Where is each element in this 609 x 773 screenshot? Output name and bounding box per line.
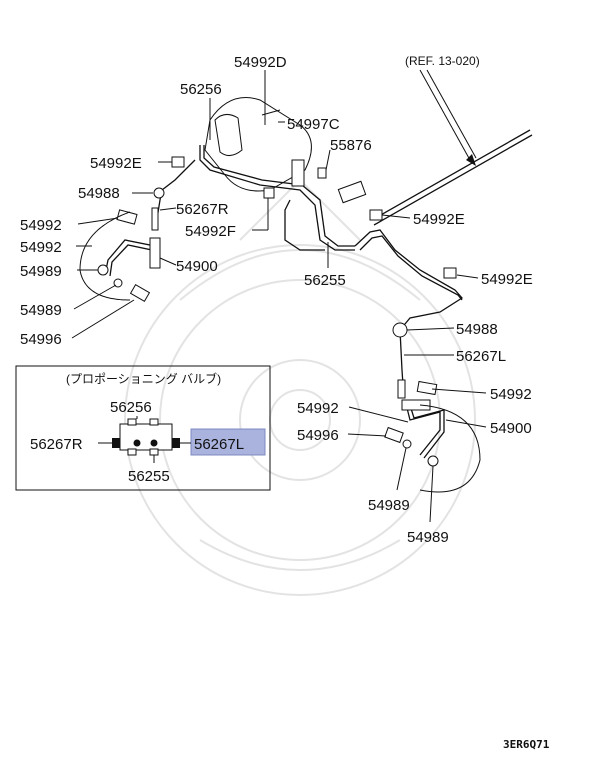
label-55876: 55876: [330, 137, 372, 154]
proportioning-valve-inset: (プロポーショニング バルブ) 56256 56267R 56255 56267…: [15, 365, 271, 491]
label-54996-right: 54996: [297, 427, 339, 444]
label-54992-right1: 54992: [490, 386, 532, 403]
part-labels: 54992D 56256 54997C 55876 54992E 54988 5…: [20, 54, 550, 751]
label-54989-left2: 54989: [20, 302, 62, 319]
label-54988-right: 54988: [456, 321, 498, 338]
inset-label-56255: 56255: [128, 468, 170, 485]
right-brake-hose: [384, 399, 481, 493]
brake-pipes: [155, 129, 533, 386]
inset-label-56267R: 56267R: [30, 436, 83, 453]
label-54992F: 54992F: [185, 223, 236, 240]
label-54992D: 54992D: [234, 54, 287, 71]
fittings: [116, 156, 457, 399]
inset-frame: [15, 365, 271, 491]
label-54989-right2: 54989: [407, 529, 449, 546]
inset-label-56256: 56256: [110, 399, 152, 416]
label-ref-13-020: (REF. 13-020): [405, 54, 480, 68]
brake-booster-body: [204, 97, 312, 192]
label-54992E-left: 54992E: [90, 155, 142, 172]
inset-title: (プロポーショニング バルブ): [66, 371, 221, 386]
left-brake-hose: [79, 211, 161, 303]
label-54900-right: 54900: [490, 420, 532, 437]
inset-label-56267L: 56267L: [194, 436, 244, 453]
label-56267R-main: 56267R: [176, 201, 229, 218]
label-54992-left2: 54992: [20, 239, 62, 256]
label-54992-left: 54992: [20, 217, 62, 234]
diagram-code: 3ER6Q71: [503, 738, 550, 751]
watermark-emblem: [124, 178, 476, 596]
label-54992-right2: 54992: [297, 400, 339, 417]
label-56267L-main: 56267L: [456, 348, 506, 365]
label-54997C: 54997C: [287, 116, 340, 133]
label-54989-left1: 54989: [20, 263, 62, 280]
label-54992E-mid: 54992E: [413, 211, 465, 228]
highlight-56267L[interactable]: [190, 428, 266, 456]
label-54996-left: 54996: [20, 331, 62, 348]
label-54992E-right: 54992E: [481, 271, 533, 288]
label-56255-main: 56255: [304, 272, 346, 289]
label-56256-top: 56256: [180, 81, 222, 98]
label-54989-right1: 54989: [368, 497, 410, 514]
leader-lines: [71, 69, 487, 523]
valve-body: [119, 423, 173, 451]
label-54988-left: 54988: [78, 185, 120, 202]
label-54900-left: 54900: [176, 258, 218, 275]
